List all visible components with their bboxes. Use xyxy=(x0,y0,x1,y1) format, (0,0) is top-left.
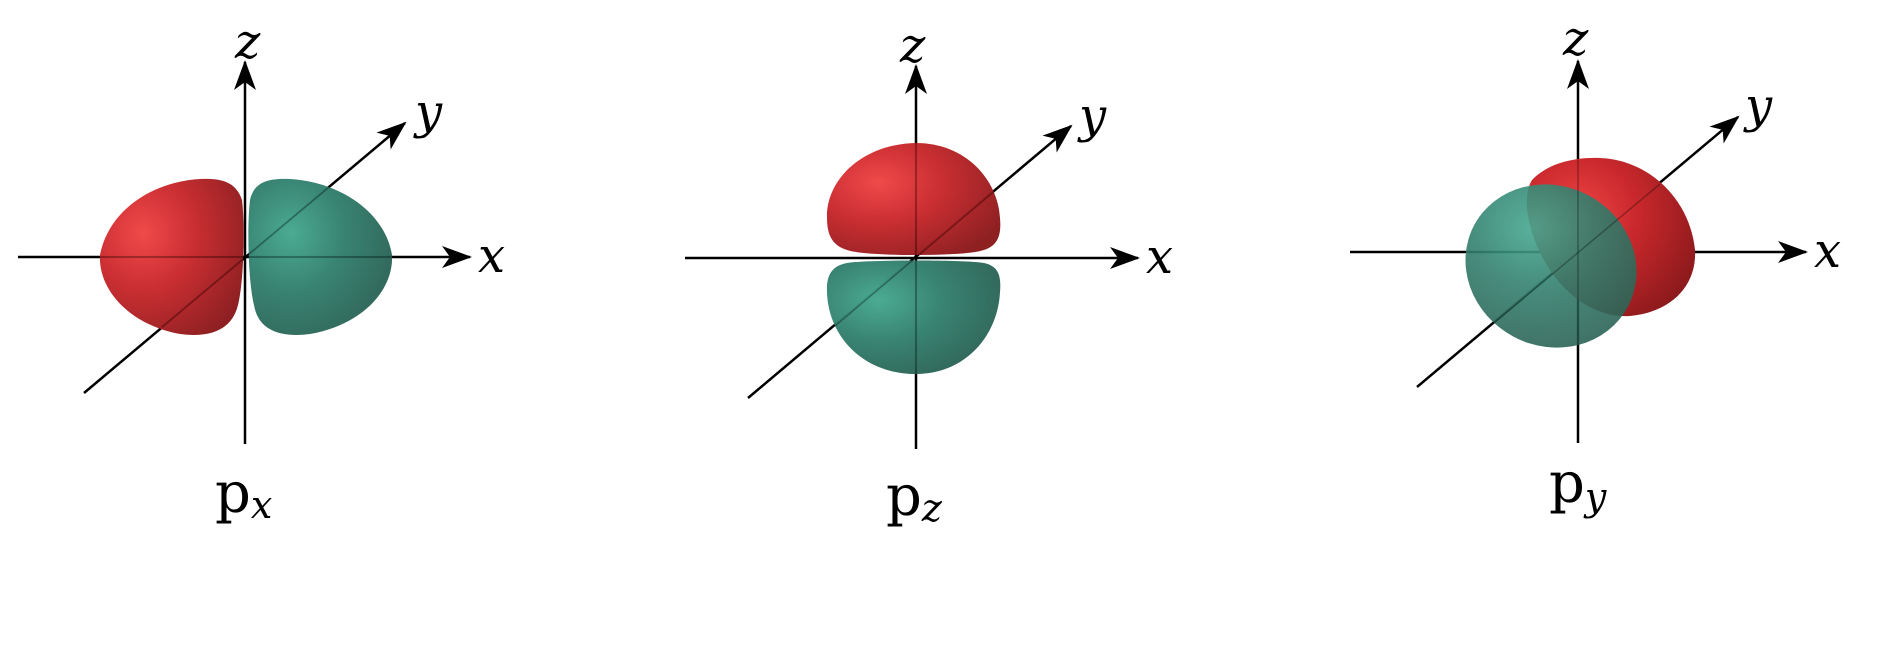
z-axis-label: z xyxy=(899,18,926,74)
orbital-label-px: px xyxy=(215,461,272,527)
negative-lobe xyxy=(248,178,393,335)
y-axis-label: y xyxy=(413,84,443,140)
y-axis-line xyxy=(83,121,407,394)
panel-py: z y x py xyxy=(1350,11,1841,519)
y-axis-label: y xyxy=(1743,78,1773,134)
x-axis-label: x xyxy=(1814,223,1841,279)
positive-lobe xyxy=(826,143,1001,255)
negative-lobe xyxy=(1465,184,1637,348)
orbital-label-pz: pz xyxy=(886,464,943,530)
panel-pz: z y x pz xyxy=(685,18,1173,530)
negative-lobe xyxy=(826,260,1001,374)
panel-px: z y x px xyxy=(18,14,505,527)
z-axis-label: z xyxy=(234,14,261,70)
x-axis-label: x xyxy=(478,228,505,284)
y-axis-label: y xyxy=(1077,88,1107,144)
positive-lobe xyxy=(99,178,244,335)
x-axis-label: x xyxy=(1146,229,1173,285)
orbital-label-py: py xyxy=(1549,451,1607,519)
z-axis-label: z xyxy=(1562,11,1589,67)
